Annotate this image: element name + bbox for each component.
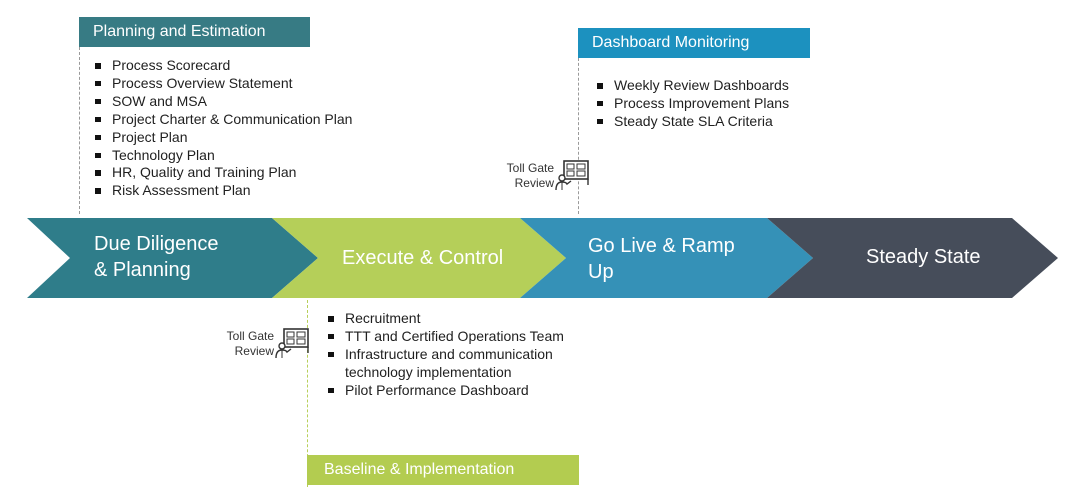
list-item: Recruitment — [328, 310, 578, 328]
presenter-board-icon — [555, 160, 589, 191]
toll-gate-line2: Review — [514, 176, 554, 190]
list-item: Risk Assessment Plan — [95, 182, 352, 200]
phase-arrow-due-diligence — [27, 218, 318, 298]
phase-line1: Due Diligence — [94, 233, 219, 255]
phase-line1: Execute & Control — [342, 247, 504, 269]
list-item: Steady State SLA Criteria — [597, 113, 789, 131]
phase-arrow-steady-state — [767, 218, 1058, 298]
list-item: Project Plan — [95, 129, 352, 147]
toll-gate-line1: Toll Gate — [226, 329, 274, 343]
list-item: Pilot Performance Dashboard — [328, 382, 578, 400]
planning-header: Planning and Estimation — [79, 17, 310, 47]
list-item: Technology Plan — [95, 147, 352, 165]
baseline-list: Recruitment TTT and Certified Operations… — [328, 310, 578, 400]
process-arrows — [27, 218, 1058, 298]
list-item: Project Charter & Communication Plan — [95, 111, 352, 129]
list-item: Process Scorecard — [95, 57, 352, 75]
toll-gate-line2: Review — [234, 344, 274, 358]
monitoring-list: Weekly Review Dashboards Process Improve… — [597, 77, 789, 131]
phase-line1: Steady State — [866, 246, 981, 268]
list-item: Infrastructure and communication technol… — [328, 346, 578, 382]
planning-list: Process Scorecard Process Overview State… — [95, 57, 352, 200]
presenter-board-icon — [275, 328, 309, 359]
phase-line1: Go Live & Ramp — [588, 235, 735, 257]
phase-label-execute: Execute & Control — [342, 245, 503, 271]
list-item: TTT and Certified Operations Team — [328, 328, 578, 346]
phase-label-steady-state: Steady State — [866, 244, 981, 270]
planning-connector-line — [79, 47, 80, 214]
phase-arrow-go-live — [520, 218, 813, 298]
baseline-header: Baseline & Implementation — [307, 455, 579, 485]
list-item: Process Improvement Plans — [597, 95, 789, 113]
monitoring-header: Dashboard Monitoring — [578, 28, 810, 58]
toll-gate-label-lower: Toll Gate Review — [208, 329, 274, 359]
list-item: HR, Quality and Training Plan — [95, 164, 352, 182]
phase-line2: & Planning — [94, 259, 191, 281]
monitoring-connector-line — [578, 58, 579, 214]
toll-gate-label-upper: Toll Gate Review — [488, 161, 554, 191]
phase-line2: Up — [588, 261, 614, 283]
phase-label-go-live: Go Live & Ramp Up — [588, 233, 735, 285]
phase-label-due-diligence: Due Diligence & Planning — [94, 231, 219, 283]
toll-gate-line1: Toll Gate — [506, 161, 554, 175]
phase-arrow-execute — [272, 218, 566, 298]
list-item: Process Overview Statement — [95, 75, 352, 93]
list-item: SOW and MSA — [95, 93, 352, 111]
list-item: Weekly Review Dashboards — [597, 77, 789, 95]
baseline-connector-line — [307, 300, 308, 487]
